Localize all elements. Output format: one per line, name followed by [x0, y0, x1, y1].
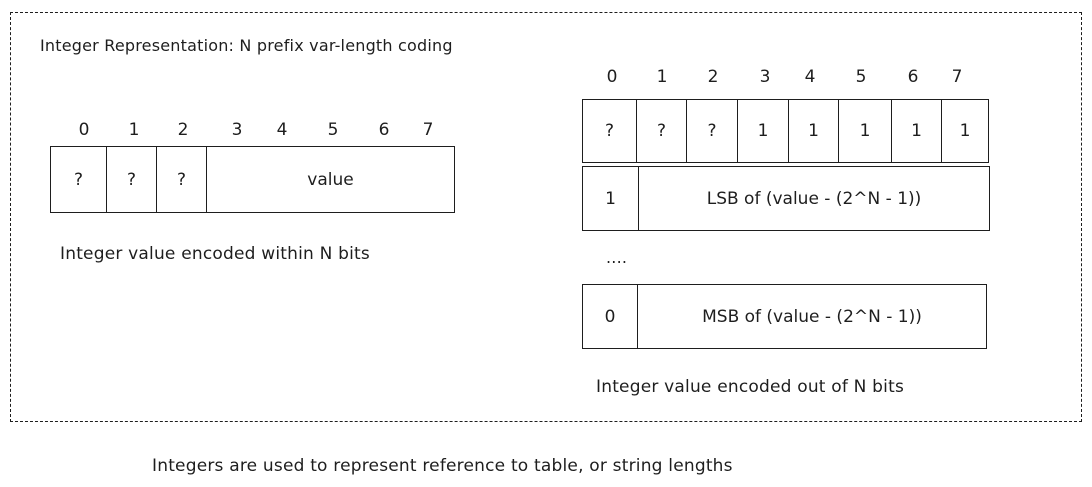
msb-final-byte: 0 MSB of (value - (2^N - 1)) [582, 284, 987, 349]
right-bit-label: 7 [951, 67, 963, 87]
left-byte-box: ? ? ? value [50, 146, 455, 213]
continuation-flag-cell: 1 [583, 167, 639, 230]
right-bit-label: 0 [606, 67, 618, 87]
right-bit-label: 1 [656, 67, 668, 87]
footer-note: Integers are used to represent reference… [152, 456, 733, 476]
value-cell: value [307, 169, 354, 190]
first-byte-box: ? ? ? 1 1 1 1 1 [582, 99, 989, 163]
first-byte-bit-cell: ? [583, 100, 637, 162]
left-bit-label: 3 [231, 120, 243, 140]
right-bit-label: 5 [855, 67, 867, 87]
first-byte-bit-cell: 1 [738, 100, 789, 162]
lsb-continuation-byte: 1 LSB of (value - (2^N - 1)) [582, 166, 990, 231]
right-bit-label: 6 [907, 67, 919, 87]
first-byte-bit-cell: 1 [959, 121, 971, 141]
prefix-bit-cell: ? [107, 147, 157, 212]
prefix-bit-cell: ? [157, 147, 207, 212]
first-byte-bit-cell: 1 [892, 100, 942, 162]
left-bit-label: 0 [78, 120, 90, 140]
left-bit-label: 1 [128, 120, 140, 140]
left-bit-label: 5 [327, 120, 339, 140]
left-bit-label: 2 [177, 120, 189, 140]
right-caption: Integer value encoded out of N bits [596, 377, 905, 397]
lsb-value-cell: LSB of (value - (2^N - 1)) [706, 188, 922, 209]
right-bit-label: 2 [707, 67, 719, 87]
msb-value-cell: MSB of (value - (2^N - 1)) [702, 306, 922, 327]
diagram-frame [10, 12, 1082, 422]
diagram-title: Integer Representation: N prefix var-len… [40, 36, 453, 55]
left-caption: Integer value encoded within N bits [60, 244, 370, 264]
final-flag-cell: 0 [583, 285, 638, 348]
first-byte-bit-cell: 1 [839, 100, 892, 162]
right-bit-label: 4 [804, 67, 816, 87]
first-byte-bit-cell: ? [637, 100, 687, 162]
continuation-ellipsis: .... [606, 248, 628, 267]
first-byte-bit-cell: ? [687, 100, 738, 162]
left-bit-label: 7 [422, 120, 434, 140]
first-byte-bit-cell: 1 [789, 100, 839, 162]
right-bit-label: 3 [759, 67, 771, 87]
left-bit-label: 4 [276, 120, 288, 140]
left-bit-label: 6 [378, 120, 390, 140]
prefix-bit-cell: ? [51, 147, 107, 212]
